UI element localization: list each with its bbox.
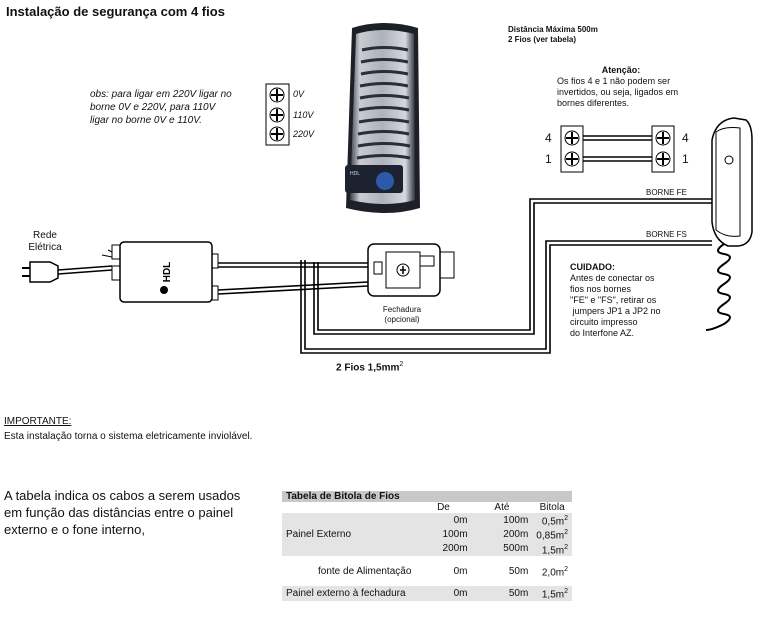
- fechadura-label: Painel externo à fechadura: [282, 586, 416, 601]
- wire-gauge-table: Tabela de Bitola de Fios De Até Bitola 0…: [282, 491, 572, 601]
- attention-line2: invertidos, ou seja, ligados em: [557, 87, 679, 97]
- table-row: 200m 500m 1,5m2: [282, 541, 572, 556]
- distance-info: Distância Máxima 500m 2 Fios (ver tabela…: [508, 25, 598, 45]
- cell-ate: 100m: [471, 513, 533, 528]
- terminal-block-right: [651, 125, 675, 173]
- caution-line4: jumpers JP1 a JP2 no: [570, 306, 661, 316]
- caution-note: CUIDADO: Antes de conectar os fios nos b…: [570, 262, 661, 339]
- cell-bitola: 2,0m2: [541, 565, 568, 579]
- header-ate: Até: [494, 502, 510, 513]
- terminal-wires: [583, 135, 652, 162]
- borne-fe-label: BORNE FE: [646, 188, 687, 197]
- screw-terminal-icon: [269, 126, 285, 142]
- borne-fs-label: BORNE FS: [646, 230, 687, 239]
- attention-title: Atenção:: [601, 65, 641, 75]
- table-title: Tabela de Bitola de Fios: [282, 491, 572, 502]
- cell-ate: 500m: [471, 541, 533, 556]
- call-button-icon: [376, 172, 394, 190]
- wire-spec-text: 2 Fios 1,5mm: [336, 362, 400, 374]
- important-text: Esta instalação torna o sistema eletrica…: [4, 431, 253, 442]
- note-line1: obs: para ligar em 220V ligar no: [90, 89, 232, 100]
- voltage-label-0: 0V: [293, 89, 305, 99]
- caution-line6: do Interfone AZ.: [570, 328, 635, 338]
- table-title-row: Tabela de Bitola de Fios: [282, 491, 572, 502]
- caution-line1: Antes de conectar os: [570, 273, 655, 283]
- external-panel: HDL: [345, 23, 420, 213]
- painel-label: Painel Externo: [282, 527, 416, 542]
- header-de: De: [437, 502, 450, 513]
- screw-terminal-icon: [269, 87, 285, 103]
- cell-de: 200m: [415, 541, 472, 556]
- lock-line1: Fechadura: [382, 305, 422, 314]
- table-header-row: De Até Bitola: [282, 502, 572, 513]
- table-intro: A tabela indica os cabos a serem usados …: [4, 488, 241, 537]
- terminal-block-left: [560, 125, 584, 173]
- caution-line3: "FE" e "FS", retirar os: [570, 295, 657, 305]
- table-row: fonte de Alimentação 0m 50m 2,0m2: [282, 564, 572, 579]
- terminal-label-1-left: 1: [545, 152, 552, 166]
- cell-bitola: 0,85m2: [532, 527, 572, 542]
- lock-line2: (opcional): [384, 315, 420, 324]
- power-supply: HDL: [111, 241, 219, 303]
- wire-spec-label: 2 Fios 1,5mm2: [336, 361, 403, 373]
- caution-line5: circuito impresso: [570, 317, 638, 327]
- cell-de: 0m: [453, 565, 468, 577]
- table-spacer: [282, 556, 572, 564]
- svg-text:HDL: HDL: [350, 171, 360, 177]
- table-row: Painel externo à fechadura 0m 50m 1,5m2: [282, 586, 572, 601]
- fonte-label: fonte de Alimentação: [318, 565, 412, 577]
- cell-ate: 50m: [508, 565, 529, 577]
- svg-text:HDL: HDL: [162, 262, 173, 283]
- page-title: Instalação de segurança com 4 fios: [6, 4, 225, 19]
- cell-bitola: 1,5m2: [532, 586, 572, 601]
- cell-ate: 200m: [471, 527, 533, 542]
- distance-line1: Distância Máxima 500m: [508, 25, 598, 34]
- mains-label: Rede Elétrica: [24, 230, 66, 254]
- attention-note: Atenção: Os fios 4 e 1 não podem ser inv…: [557, 65, 685, 109]
- attention-line3: bornes diferentes.: [557, 98, 630, 108]
- cell-de: 0m: [415, 586, 472, 601]
- cell-bitola: 1,5m2: [532, 541, 572, 556]
- terminal-label-1-right: 1: [682, 152, 689, 166]
- caution-line2: fios nos bornes: [570, 284, 632, 294]
- voltage-terminal-block: [265, 83, 290, 146]
- lock-label: Fechadura (opcional): [372, 305, 432, 325]
- distance-line2: 2 Fios (ver tabela): [508, 35, 577, 44]
- electric-lock: [367, 243, 455, 297]
- cell-de: 0m: [415, 513, 472, 528]
- cell-bitola: 0,5m2: [532, 513, 572, 528]
- important-heading: IMPORTANTE:: [4, 416, 72, 427]
- header-blank: [282, 502, 415, 513]
- mains-line1: Rede: [33, 230, 57, 241]
- note-line3: ligar no borne 0V e 110V.: [90, 115, 202, 126]
- voltage-label-220: 220V: [293, 129, 315, 139]
- cell-ate: 50m: [471, 586, 533, 601]
- mains-line2: Elétrica: [28, 242, 62, 253]
- cell-de: 100m: [415, 527, 472, 542]
- voltage-label-110: 110V: [293, 110, 314, 120]
- wire-spec-sup: 2: [399, 361, 404, 368]
- power-plug-icon: [22, 261, 113, 283]
- table-spacer: [282, 578, 572, 586]
- terminal-label-4-right: 4: [682, 131, 689, 145]
- fe-fs-wires: [300, 198, 712, 354]
- supply-wires: [217, 262, 369, 295]
- caution-title: CUIDADO:: [570, 262, 615, 272]
- note-line2: borne 0V e 220V, para 110V: [90, 102, 216, 113]
- terminal-label-4-left: 4: [545, 131, 552, 145]
- handset-icon: [705, 117, 753, 331]
- table-row: 0m 100m 0,5m2: [282, 513, 572, 528]
- header-bitola: Bitola: [539, 502, 565, 513]
- screw-terminal-icon: [269, 107, 285, 123]
- voltage-note: obs: para ligar em 220V ligar no borne 0…: [90, 88, 232, 127]
- table-row: Painel Externo 100m 200m 0,85m2: [282, 527, 572, 542]
- attention-line1: Os fios 4 e 1 não podem ser: [557, 76, 671, 86]
